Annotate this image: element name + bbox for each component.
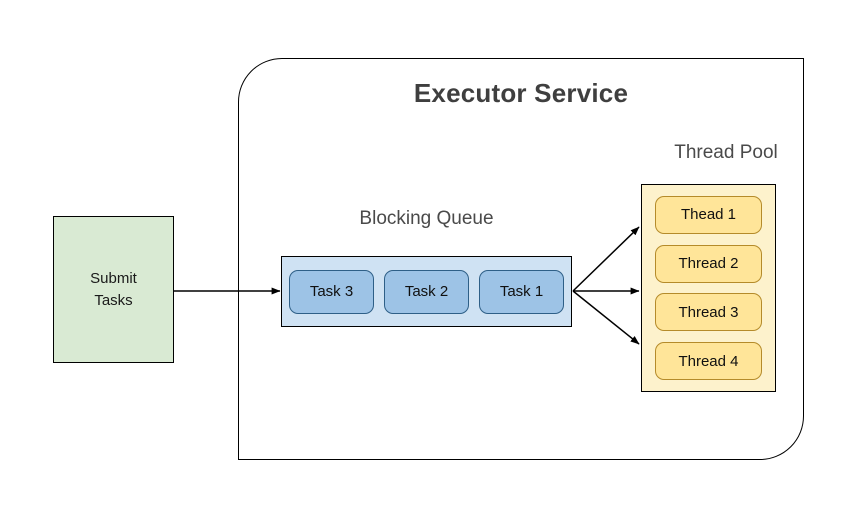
thread-chip: Thread 2 xyxy=(655,244,762,283)
page-title: Executor Service xyxy=(413,78,629,108)
task-chip: Task 1 xyxy=(479,269,564,314)
thread-pool-container: Thead 1 Thread 2 Thread 3 Thread 4 xyxy=(641,184,776,392)
task-chip: Task 3 xyxy=(289,269,374,314)
task-chip: Task 2 xyxy=(384,269,469,314)
blocking-queue-title: Blocking Queue xyxy=(359,208,494,229)
thread-chip: Thead 1 xyxy=(655,195,762,234)
thread-chip: Thread 3 xyxy=(655,293,762,332)
submit-tasks-node: Submit Tasks xyxy=(53,216,174,363)
thread-pool-title: Thread Pool xyxy=(674,142,778,163)
submit-tasks-label: Submit Tasks xyxy=(90,269,137,309)
thread-chip: Thread 4 xyxy=(655,342,762,381)
blocking-queue-container: Task 3 Task 2 Task 1 xyxy=(281,256,572,327)
executor-service-container xyxy=(238,58,804,460)
